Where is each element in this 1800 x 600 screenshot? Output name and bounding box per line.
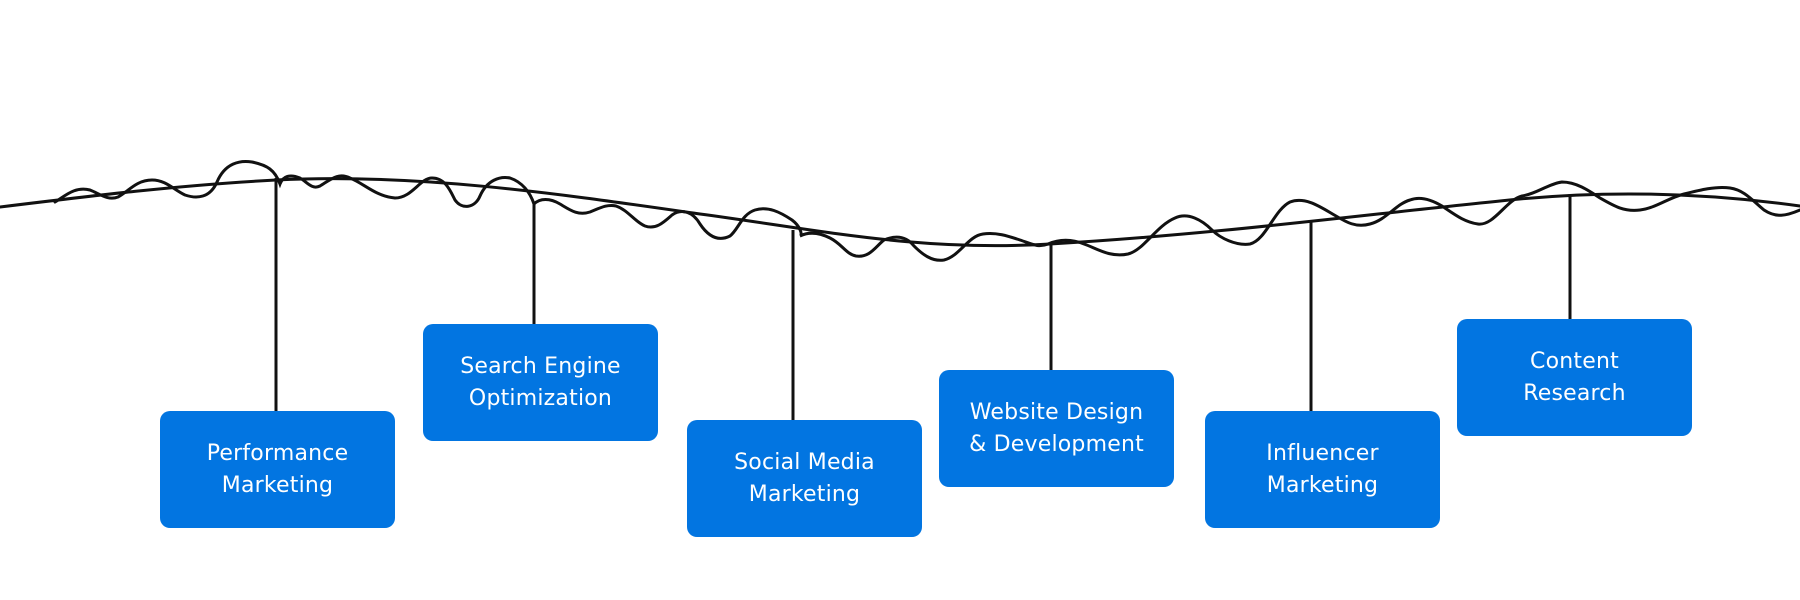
service-card-influencer-marketing[interactable]: Influencer Marketing: [1205, 411, 1440, 528]
service-card-label: Social Media Marketing: [734, 449, 875, 507]
service-card-label: Performance Marketing: [206, 440, 349, 498]
service-card-search-engine-optimization[interactable]: Search Engine Optimization: [423, 324, 658, 441]
service-card-performance-marketing[interactable]: Performance Marketing: [160, 411, 395, 528]
service-card-label: Influencer Marketing: [1266, 440, 1379, 498]
service-card-content-research[interactable]: Content Research: [1457, 319, 1692, 436]
service-card-label: Search Engine Optimization: [460, 353, 621, 411]
service-card-website-design-development[interactable]: Website Design & Development: [939, 370, 1174, 487]
main-string: [0, 177, 1800, 248]
wavy-string: [53, 160, 1800, 262]
service-card-label: Content Research: [1523, 348, 1626, 406]
service-card-social-media-marketing[interactable]: Social Media Marketing: [687, 420, 922, 537]
service-card-label: Website Design & Development: [969, 399, 1144, 457]
